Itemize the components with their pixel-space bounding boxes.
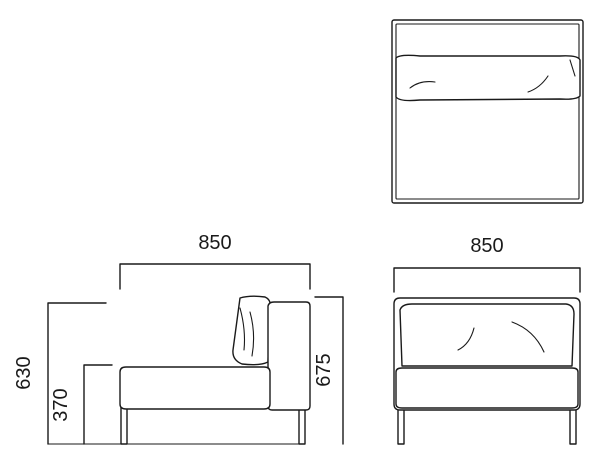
front-left-leg [397,405,405,445]
top-view-back-cushion [395,54,581,102]
side-view: 850 630 370 675 [13,232,344,445]
front-seat-cushion [395,367,579,409]
top-view-cushion-crease-left [409,81,436,89]
top-view-cushion-fold [569,59,576,77]
side-pillow-crease-1 [239,307,246,351]
side-pillow-crease-2 [249,311,255,357]
side-back-leg [298,405,306,445]
top-view-cushion-crease-right [527,75,549,93]
side-width-dimension-line [119,263,311,290]
front-width-dimension-line [393,267,581,293]
top-view [391,19,584,204]
front-cushion-crease-right [511,321,545,353]
side-width-label: 850 [198,232,231,254]
top-view-inner-frame [395,23,580,200]
front-cushion-crease-left [457,327,475,351]
side-front-leg [120,405,128,445]
side-seat-cushion [119,366,271,410]
seat-height-label: 370 [50,388,72,421]
overall-height-dimension-line [47,302,107,445]
side-backrest [267,301,311,411]
front-width-label: 850 [470,235,503,257]
overall-height-label: 630 [13,356,35,389]
front-right-leg [569,405,577,445]
back-height-label: 675 [313,353,335,386]
side-back-pillow [232,295,272,366]
top-view-outer-frame [391,19,584,204]
front-view: 850 [393,235,581,445]
back-height-dimension-line [314,296,344,445]
seat-height-dimension-line [83,364,113,445]
front-back-cushion [399,303,575,367]
